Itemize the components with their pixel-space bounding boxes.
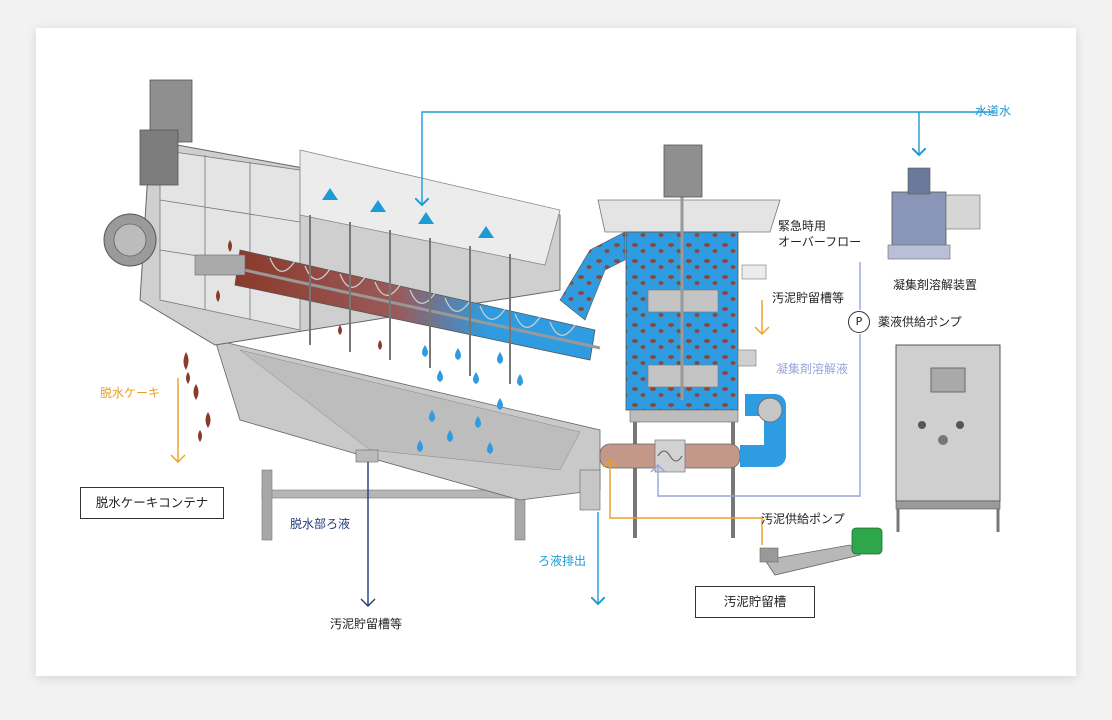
mixer-motor	[663, 144, 703, 198]
pump-symbol: P	[848, 311, 870, 333]
sludge-lines	[170, 300, 770, 545]
tank-stand-top	[629, 409, 739, 423]
screw-shaft	[234, 266, 601, 350]
filtrate-outlet	[355, 449, 379, 463]
tap-water-lines	[422, 111, 995, 604]
label-emergency-overflow-2: オーバーフロー	[778, 235, 862, 249]
cake-outlet	[194, 254, 246, 276]
label-tap-water: 水道水	[975, 104, 1012, 118]
spray-nozzles	[322, 188, 494, 238]
discharge-pipe	[579, 469, 601, 511]
pump-motor	[851, 527, 883, 555]
label-coagulant-solution: 凝集剤溶解液	[776, 362, 849, 376]
panel-display	[930, 367, 966, 393]
filtrate-line	[360, 462, 376, 607]
label-sludge-storage-etc-bottom: 汚泥貯留槽等	[330, 617, 403, 631]
flocculation-tank	[559, 144, 786, 538]
coagulant-dissolver	[887, 167, 981, 260]
label-chemical-feed-pump: 薬液供給ポンプ	[878, 315, 962, 329]
dissolver-body	[891, 191, 947, 249]
gearbox	[139, 129, 179, 186]
label-coagulant-dissolver: 凝集剤溶解装置	[893, 278, 978, 292]
filtrate-droplets	[417, 345, 523, 454]
control-panel	[895, 344, 1001, 532]
coagulant-line	[650, 262, 861, 497]
sludge-feed-pump-unit	[759, 527, 883, 576]
label-sludge-storage-etc-right: 汚泥貯留槽等	[772, 291, 845, 305]
top-guard	[299, 149, 561, 266]
cake-particles	[183, 240, 232, 442]
pump-barrel	[764, 544, 861, 576]
cake-container-box: 脱水ケーキコンテナ	[80, 487, 224, 519]
tank-top-chamber	[597, 199, 781, 233]
hopper-inner	[239, 349, 581, 471]
label-dewatering-filtrate: 脱水部ろ液	[290, 517, 351, 531]
label-filtrate-discharge: ろ液排出	[538, 554, 587, 568]
base-leg-left	[261, 469, 273, 541]
sludge-storage-tank-box: 汚泥貯留槽	[695, 586, 815, 618]
feed-chute	[559, 231, 626, 321]
overflow-outlet	[741, 264, 767, 280]
label-sludge-feed-pump: 汚泥供給ポンプ	[761, 512, 845, 526]
label-dewatered-cake: 脱水ケーキ	[100, 386, 161, 400]
screw-press-machine	[103, 79, 601, 541]
label-emergency-overflow-1: 緊急時用	[778, 219, 827, 233]
